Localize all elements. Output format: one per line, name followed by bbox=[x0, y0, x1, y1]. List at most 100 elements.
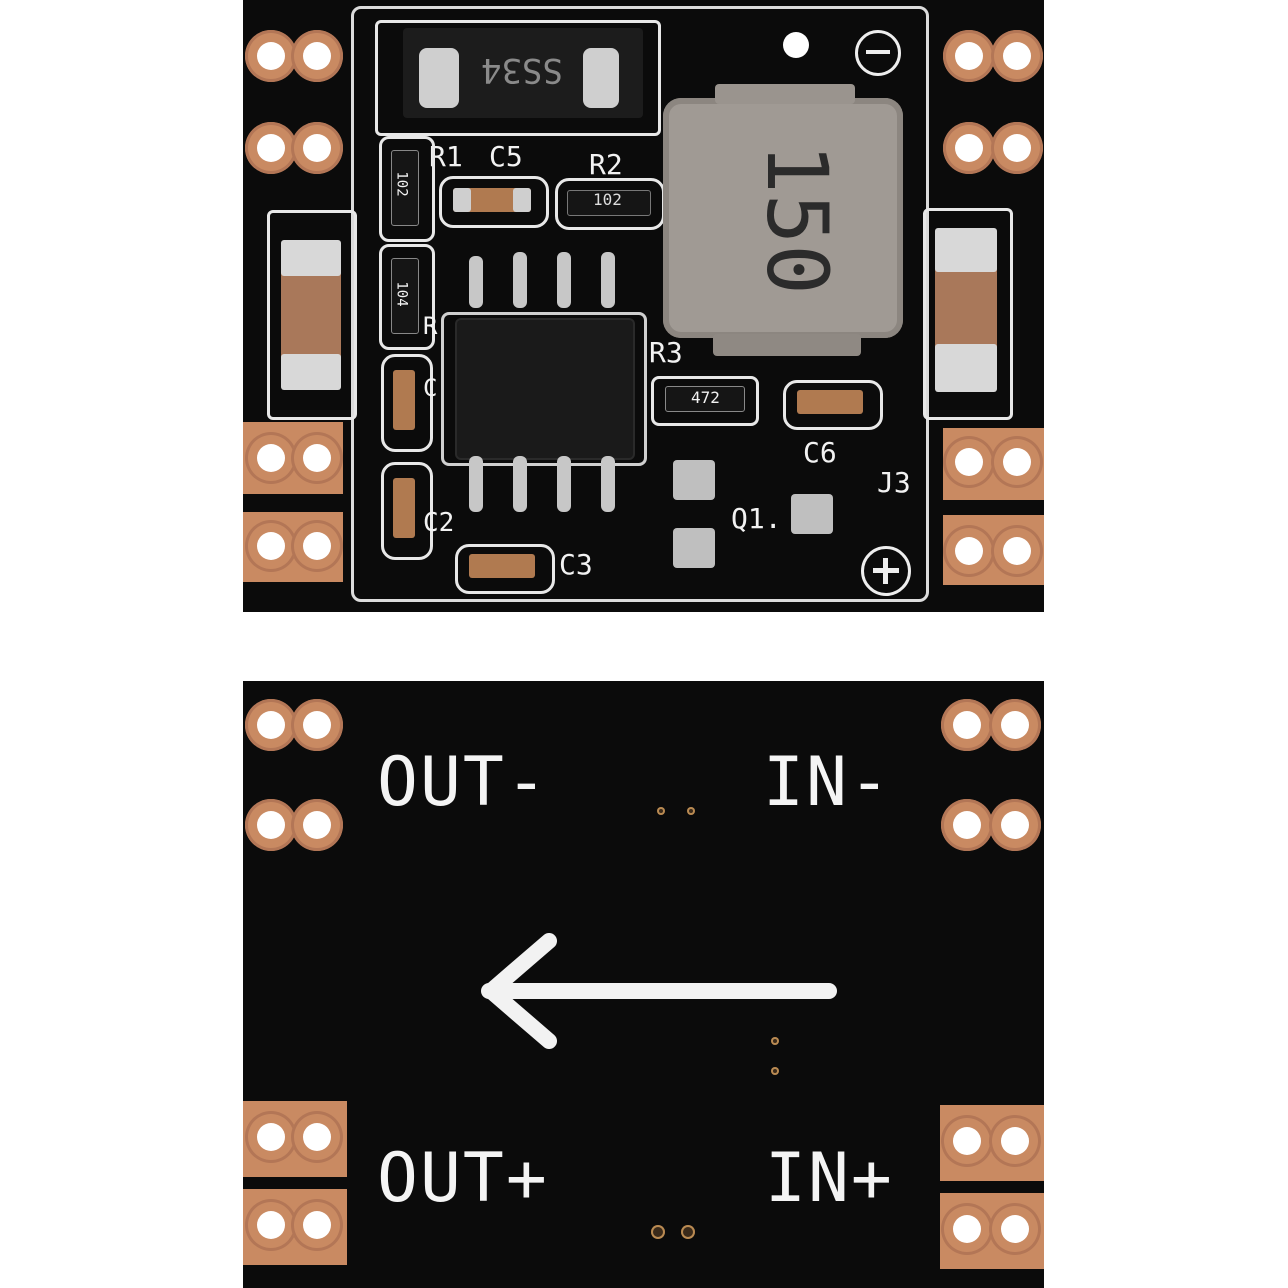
ic-pin-7 bbox=[557, 456, 571, 512]
pad-left-2b bbox=[291, 122, 343, 174]
via-4 bbox=[771, 1067, 779, 1075]
pad-left-3b bbox=[291, 432, 343, 484]
label-c6: C6 bbox=[803, 436, 837, 469]
pcb-bottom-side: OUT- IN- OUT+ IN+ bbox=[243, 681, 1044, 1288]
pad-right-2b bbox=[991, 122, 1043, 174]
pad-right-1b bbox=[991, 30, 1043, 82]
r1-marking: 102 bbox=[393, 171, 410, 197]
ic-pin-3 bbox=[557, 252, 571, 308]
q1-pad-3 bbox=[791, 494, 833, 534]
inductor-body bbox=[663, 98, 903, 338]
cap-c-body bbox=[393, 370, 415, 430]
pad-b-right-1a bbox=[941, 699, 993, 751]
label-in-plus: IN+ bbox=[765, 1139, 894, 1218]
ic-pin-2 bbox=[513, 252, 527, 308]
pad-b-right-4a bbox=[941, 1203, 993, 1255]
label-out-plus: OUT+ bbox=[377, 1139, 549, 1218]
r1-body bbox=[391, 150, 419, 226]
r3-body bbox=[665, 386, 745, 412]
label-r-partial: R bbox=[423, 312, 438, 340]
c5-end-left bbox=[453, 188, 471, 212]
pad-right-3b bbox=[991, 436, 1043, 488]
pad-right-3a bbox=[943, 436, 995, 488]
q1-pad-1 bbox=[673, 460, 715, 500]
pad-b-right-1b bbox=[989, 699, 1041, 751]
c6-outline bbox=[783, 380, 883, 430]
r-104-body bbox=[391, 258, 419, 334]
label-q1: Q1. bbox=[731, 502, 782, 535]
pad-left-4a bbox=[245, 520, 297, 572]
pad-left-1a bbox=[245, 30, 297, 82]
inductor-marking: 150 bbox=[747, 143, 846, 295]
label-out-minus: OUT- bbox=[377, 743, 549, 822]
via-3 bbox=[771, 1037, 779, 1045]
cap-c2-outline bbox=[381, 462, 433, 560]
r3-marking: 472 bbox=[691, 388, 720, 407]
via-1 bbox=[657, 807, 665, 815]
pad-b-left-1b bbox=[291, 699, 343, 751]
cap-c-outline bbox=[381, 354, 433, 452]
inductor-tab-top bbox=[715, 84, 855, 104]
via-dot bbox=[783, 32, 809, 58]
pad-b-left-4a bbox=[245, 1199, 297, 1251]
c6-body bbox=[797, 390, 863, 414]
pad-right-4b bbox=[991, 525, 1043, 577]
via-6 bbox=[681, 1225, 695, 1239]
cap-left-outline bbox=[267, 210, 357, 420]
pad-b-right-4b bbox=[989, 1203, 1041, 1255]
ic-pin-1 bbox=[469, 256, 483, 308]
r-104-outline bbox=[379, 244, 435, 350]
label-j3: J3 bbox=[877, 466, 911, 499]
label-in-minus: IN- bbox=[763, 743, 892, 822]
r1-outline bbox=[379, 136, 435, 242]
pad-b-left-2b bbox=[291, 799, 343, 851]
r3-outline bbox=[651, 376, 759, 426]
cap-left-end-top bbox=[281, 240, 341, 276]
ic-outline bbox=[441, 312, 647, 466]
pad-b-right-2a bbox=[941, 799, 993, 851]
cap-right-outline bbox=[923, 208, 1013, 420]
c5-end-right bbox=[513, 188, 531, 212]
r2-body bbox=[567, 190, 651, 216]
pad-b-right-3a bbox=[941, 1115, 993, 1167]
pad-b-left-1a bbox=[245, 699, 297, 751]
diode-lead-right bbox=[583, 48, 619, 108]
ic-body bbox=[457, 320, 633, 458]
pad-right-1a bbox=[943, 30, 995, 82]
r-104-marking: 104 bbox=[393, 281, 410, 307]
label-c-partial: C bbox=[423, 374, 438, 402]
ic-pin-6 bbox=[513, 456, 527, 512]
q1-pad-2 bbox=[673, 528, 715, 568]
inductor-tab-bottom bbox=[713, 334, 861, 356]
ic-pin-8 bbox=[601, 456, 615, 512]
diode-marking: SS34 bbox=[481, 50, 563, 90]
label-c2: C2 bbox=[423, 508, 455, 538]
via-5 bbox=[651, 1225, 665, 1239]
via-2 bbox=[687, 807, 695, 815]
label-c5: C5 bbox=[489, 140, 523, 173]
c5-outline bbox=[439, 176, 549, 228]
label-r2: R2 bbox=[589, 148, 623, 181]
pcb-top-side: SS34 R1 C5 R2 102 102 104 150 bbox=[243, 0, 1044, 612]
diode-lead-left bbox=[419, 48, 459, 108]
label-r3: R3 bbox=[649, 336, 683, 369]
label-c3: C3 bbox=[559, 548, 593, 581]
cap-right-end-bottom bbox=[935, 344, 997, 392]
cap-left-end-bottom bbox=[281, 354, 341, 390]
r2-marking: 102 bbox=[593, 190, 622, 209]
diode-outline bbox=[375, 20, 661, 136]
ic-pin-5 bbox=[469, 456, 483, 512]
pad-b-left-3b bbox=[291, 1111, 343, 1163]
pad-right-4a bbox=[943, 525, 995, 577]
pad-b-right-3b bbox=[989, 1115, 1041, 1167]
pad-b-left-4b bbox=[291, 1199, 343, 1251]
c3-outline bbox=[455, 544, 555, 594]
pad-left-4b bbox=[291, 520, 343, 572]
pad-left-2a bbox=[245, 122, 297, 174]
pad-left-3a bbox=[245, 432, 297, 484]
pad-b-left-2a bbox=[245, 799, 297, 851]
pad-left-1b bbox=[291, 30, 343, 82]
cap-c2-body bbox=[393, 478, 415, 538]
c3-body bbox=[469, 554, 535, 578]
left-arrow-icon bbox=[481, 933, 837, 1049]
